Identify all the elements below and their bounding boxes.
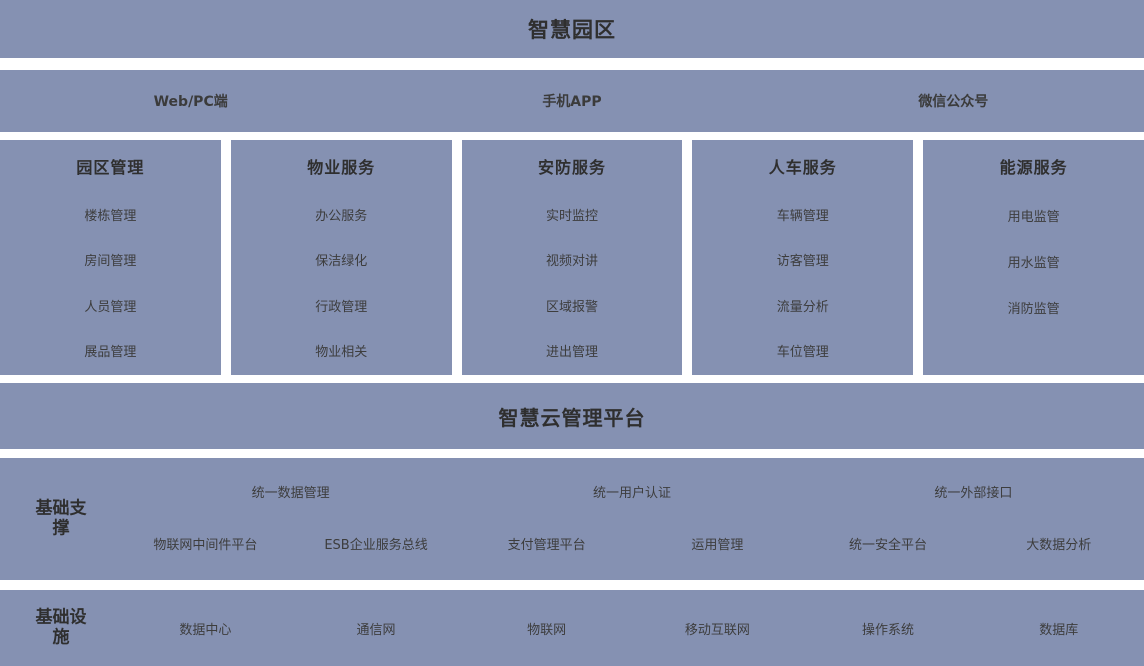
service-card-security-service[interactable]: 安防服务 实时监控 视频对讲 区域报警 进出管理	[461, 140, 683, 375]
page-title: 智慧园区	[528, 18, 616, 42]
support-layer-body: 统一数据管理 统一用户认证 统一外部接口 物联网中间件平台 ESB企业服务总线 …	[120, 458, 1144, 580]
service-item[interactable]: 人员管理	[84, 299, 137, 315]
service-card-title: 安防服务	[537, 158, 606, 177]
service-item[interactable]: 访客管理	[776, 254, 829, 270]
infrastructure-item[interactable]: 数据中心	[179, 622, 232, 638]
service-card-row: 园区管理 楼栋管理 房间管理 人员管理 展品管理 物业服务 办公服务 保洁绿化 …	[0, 140, 1144, 375]
support-item[interactable]: 统一用户认证	[592, 486, 671, 501]
access-channel-band: Web/PC端 手机APP 微信公众号	[0, 70, 1144, 132]
support-upper-row: 统一数据管理 统一用户认证 统一外部接口	[120, 482, 1144, 501]
service-item[interactable]: 车辆管理	[776, 209, 829, 225]
channel-item-web[interactable]: Web/PC端	[153, 94, 228, 110]
service-card-property-service[interactable]: 物业服务 办公服务 保洁绿化 行政管理 物业相关	[230, 140, 452, 375]
infrastructure-item[interactable]: 通信网	[356, 622, 396, 638]
service-item[interactable]: 视频对讲	[545, 254, 598, 270]
support-item[interactable]: ESB企业服务总线	[324, 538, 428, 553]
service-card-title: 物业服务	[307, 158, 376, 177]
infrastructure-item[interactable]: 物联网	[527, 622, 567, 638]
service-item[interactable]: 用水监管	[1007, 255, 1060, 271]
infrastructure-item[interactable]: 数据库	[1039, 622, 1079, 638]
service-item[interactable]: 办公服务	[315, 209, 368, 225]
service-item[interactable]: 展品管理	[84, 344, 137, 360]
service-card-title: 园区管理	[76, 158, 145, 177]
channel-item-app[interactable]: 手机APP	[542, 94, 602, 110]
support-lower-row: 物联网中间件平台 ESB企业服务总线 支付管理平台 运用管理 统一安全平台 大数…	[120, 534, 1144, 553]
service-card-energy-service[interactable]: 能源服务 用电监管 用水监管 消防监管	[923, 140, 1144, 375]
service-item[interactable]: 消防监管	[1007, 301, 1060, 317]
support-item[interactable]: 物联网中间件平台	[153, 538, 258, 553]
infrastructure-layer-label: 基础设施	[35, 607, 87, 647]
service-item[interactable]: 车位管理	[776, 344, 829, 360]
support-layer-band: 基础支撑 统一数据管理 统一用户认证 统一外部接口 物联网中间件平台 ESB企业…	[0, 458, 1144, 580]
service-item[interactable]: 行政管理	[315, 299, 368, 315]
infrastructure-item[interactable]: 移动互联网	[684, 622, 750, 638]
service-item[interactable]: 进出管理	[545, 344, 598, 360]
service-item[interactable]: 楼栋管理	[84, 209, 137, 225]
service-card-title: 能源服务	[999, 158, 1068, 177]
service-item[interactable]: 用电监管	[1007, 209, 1060, 225]
service-card-title: 人车服务	[768, 158, 837, 177]
service-item[interactable]: 房间管理	[84, 254, 137, 270]
support-item[interactable]: 统一数据管理	[251, 486, 330, 501]
infrastructure-layer-band: 基础设施 数据中心 通信网 物联网 移动互联网 操作系统 数据库	[0, 590, 1144, 666]
service-item[interactable]: 保洁绿化	[315, 254, 368, 270]
support-item[interactable]: 统一安全平台	[849, 538, 928, 553]
support-item[interactable]: 运用管理	[691, 538, 744, 553]
top-title-band: 智慧园区	[0, 0, 1144, 58]
service-card-people-vehicle-service[interactable]: 人车服务 车辆管理 访客管理 流量分析 车位管理	[692, 140, 914, 375]
cloud-platform-title: 智慧云管理平台	[498, 405, 646, 430]
support-item[interactable]: 统一外部接口	[934, 486, 1013, 501]
service-item[interactable]: 实时监控	[545, 209, 598, 225]
support-layer-label: 基础支撑	[35, 498, 87, 538]
service-item[interactable]: 区域报警	[545, 299, 598, 315]
support-item[interactable]: 支付管理平台	[507, 538, 586, 553]
service-card-park-management[interactable]: 园区管理 楼栋管理 房间管理 人员管理 展品管理	[0, 140, 221, 375]
service-item[interactable]: 流量分析	[776, 299, 829, 315]
infrastructure-item[interactable]: 操作系统	[862, 622, 915, 638]
cloud-platform-band: 智慧云管理平台	[0, 383, 1144, 449]
infrastructure-layer-body: 数据中心 通信网 物联网 移动互联网 操作系统 数据库	[120, 590, 1144, 666]
channel-item-wechat[interactable]: 微信公众号	[918, 94, 989, 110]
service-item[interactable]: 物业相关	[315, 344, 368, 360]
support-item[interactable]: 大数据分析	[1026, 538, 1092, 553]
